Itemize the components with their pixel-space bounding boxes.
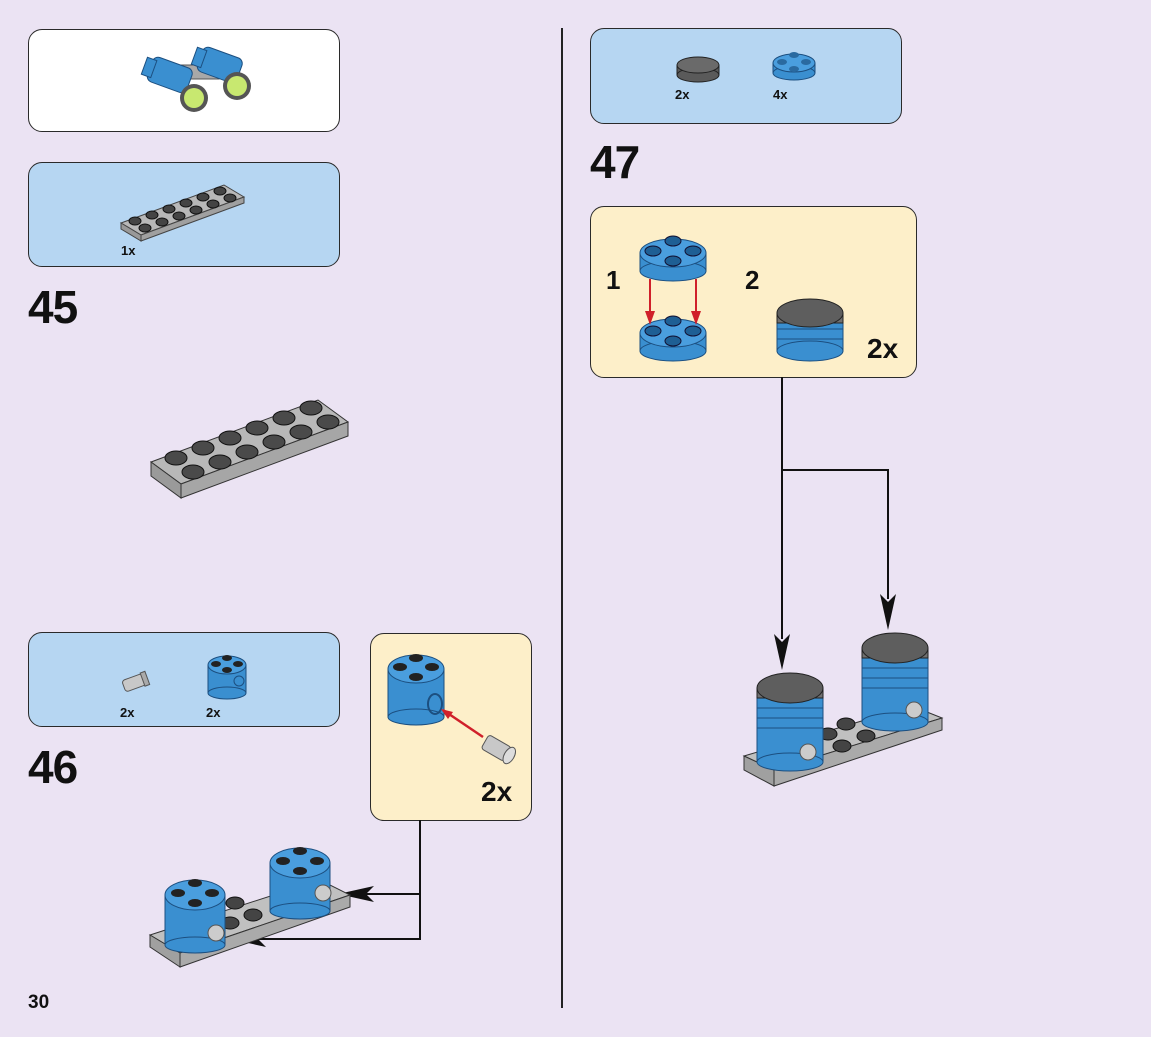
- substep-number-2: 2: [745, 265, 760, 295]
- part-qty: 2x: [675, 87, 690, 102]
- part-qty: 1x: [121, 243, 136, 258]
- column-divider: [561, 28, 563, 1008]
- round-stack-with-tile-icon: [776, 298, 844, 362]
- step46-assembly-icon: [148, 847, 352, 968]
- round-plate-2x2-blue-icon: [772, 52, 816, 81]
- part-qty: 2x: [206, 705, 221, 720]
- part-qty: 2x: [120, 705, 135, 720]
- stacking-round-plates-icon: [639, 235, 707, 362]
- step46-parts-box: 2x 2x: [28, 632, 340, 727]
- substep-number-1: 1: [606, 265, 621, 295]
- callout-line: [887, 469, 889, 599]
- step47-parts-box: 2x 4x: [590, 28, 902, 124]
- submodel-qty: 2x: [867, 333, 899, 364]
- round-brick-2x2-blue-icon: [207, 655, 247, 700]
- arrow-down-icon: [774, 634, 790, 670]
- callout-line: [245, 938, 420, 940]
- page-number: 30: [28, 992, 50, 1013]
- round-tile-2x2-dark-gray-icon: [676, 56, 720, 83]
- part-qty: 4x: [773, 87, 788, 102]
- callout-line: [781, 469, 889, 471]
- plate-2x6-gray-icon: [119, 184, 246, 242]
- step47-assembly-icon: [742, 632, 944, 787]
- round-brick-with-pin-icon: [387, 654, 517, 765]
- step45-parts-box: 1x: [28, 162, 340, 267]
- step47-submodel-box: 1 2 2x: [590, 206, 917, 378]
- callout-line: [345, 893, 420, 895]
- submodel-qty: 2x: [481, 776, 513, 807]
- arrow-down-icon: [880, 594, 896, 630]
- callout-line: [781, 377, 783, 639]
- step-number-45: 45: [28, 281, 78, 333]
- callout-line: [419, 820, 421, 940]
- step-number-47: 47: [590, 136, 640, 188]
- binoculars-model-icon: [140, 46, 251, 112]
- preview-box: [28, 29, 340, 132]
- pin-gray-icon: [122, 670, 151, 692]
- step45-plate-2x6-icon: [149, 399, 350, 499]
- arrow-left-icon: [338, 886, 374, 902]
- step46-submodel-box: 2x: [370, 633, 532, 821]
- step-number-46: 46: [28, 741, 78, 793]
